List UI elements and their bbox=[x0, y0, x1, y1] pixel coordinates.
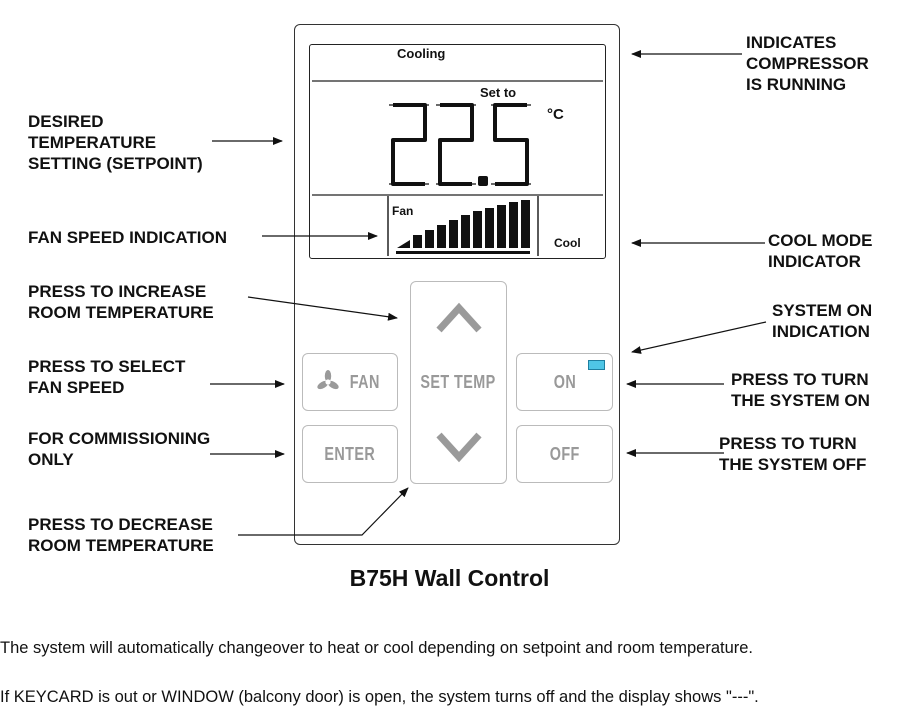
decimal-point bbox=[478, 176, 488, 186]
fan-icon bbox=[317, 370, 339, 390]
off-button-label: OFF bbox=[549, 443, 580, 464]
leader-system-on bbox=[631, 321, 767, 354]
setpoint-digits bbox=[389, 103, 531, 186]
figure-caption: B75H Wall Control bbox=[349, 565, 550, 591]
fan-speed-bars bbox=[396, 200, 530, 254]
note-changeover: The system will automatically changeover… bbox=[0, 639, 754, 657]
note-keycard: If KEYCARD is out or WINDOW (balcony doo… bbox=[0, 688, 759, 706]
set-to-label: Set to bbox=[480, 85, 517, 100]
fan-button[interactable]: FAN bbox=[302, 353, 398, 411]
callout-select-fan: PRESS TO SELECT FAN SPEED bbox=[28, 357, 186, 397]
set-temp-label: SET TEMP bbox=[420, 372, 497, 392]
digit-2a bbox=[389, 103, 429, 186]
callout-increase: PRESS TO INCREASE ROOM TEMPERATURE bbox=[28, 282, 214, 322]
system-on-led bbox=[588, 360, 605, 370]
callout-setpoint: DESIRED TEMPERATURE SETTING (SETPOINT) bbox=[28, 112, 203, 173]
callout-commissioning: FOR COMMISSIONING ONLY bbox=[28, 429, 211, 469]
callout-cool-mode: COOL MODE INDICATOR bbox=[768, 231, 873, 271]
callout-system-on-indication: SYSTEM ON INDICATION bbox=[772, 301, 873, 341]
callout-compressor: INDICATES COMPRESSOR IS RUNNING bbox=[746, 33, 869, 94]
temperature-unit: °C bbox=[547, 106, 564, 123]
leader-decrease bbox=[238, 487, 409, 536]
callout-turn-on: PRESS TO TURN THE SYSTEM ON bbox=[731, 370, 870, 410]
cool-mode-label: Cool bbox=[554, 236, 581, 250]
down-arrow-icon[interactable] bbox=[434, 431, 484, 465]
digit-5 bbox=[491, 103, 531, 186]
callout-decrease: PRESS TO DECREASE ROOM TEMPERATURE bbox=[28, 515, 214, 555]
enter-button[interactable]: ENTER bbox=[302, 425, 398, 483]
up-arrow-icon[interactable] bbox=[434, 300, 484, 334]
leader-increase bbox=[247, 296, 398, 321]
digit-2b bbox=[436, 103, 476, 186]
off-button[interactable]: OFF bbox=[516, 425, 613, 483]
callout-fan-speed-indication: FAN SPEED INDICATION bbox=[28, 228, 227, 247]
fan-button-label: FAN bbox=[350, 371, 380, 392]
set-temp-button[interactable]: SET TEMP bbox=[410, 281, 507, 484]
fan-label: Fan bbox=[392, 204, 414, 218]
on-button-label: ON bbox=[553, 371, 576, 392]
callout-turn-off: PRESS TO TURN THE SYSTEM OFF bbox=[719, 434, 867, 474]
lcd-display bbox=[309, 44, 606, 259]
enter-button-label: ENTER bbox=[324, 443, 376, 464]
cooling-status: Cooling bbox=[397, 46, 446, 61]
